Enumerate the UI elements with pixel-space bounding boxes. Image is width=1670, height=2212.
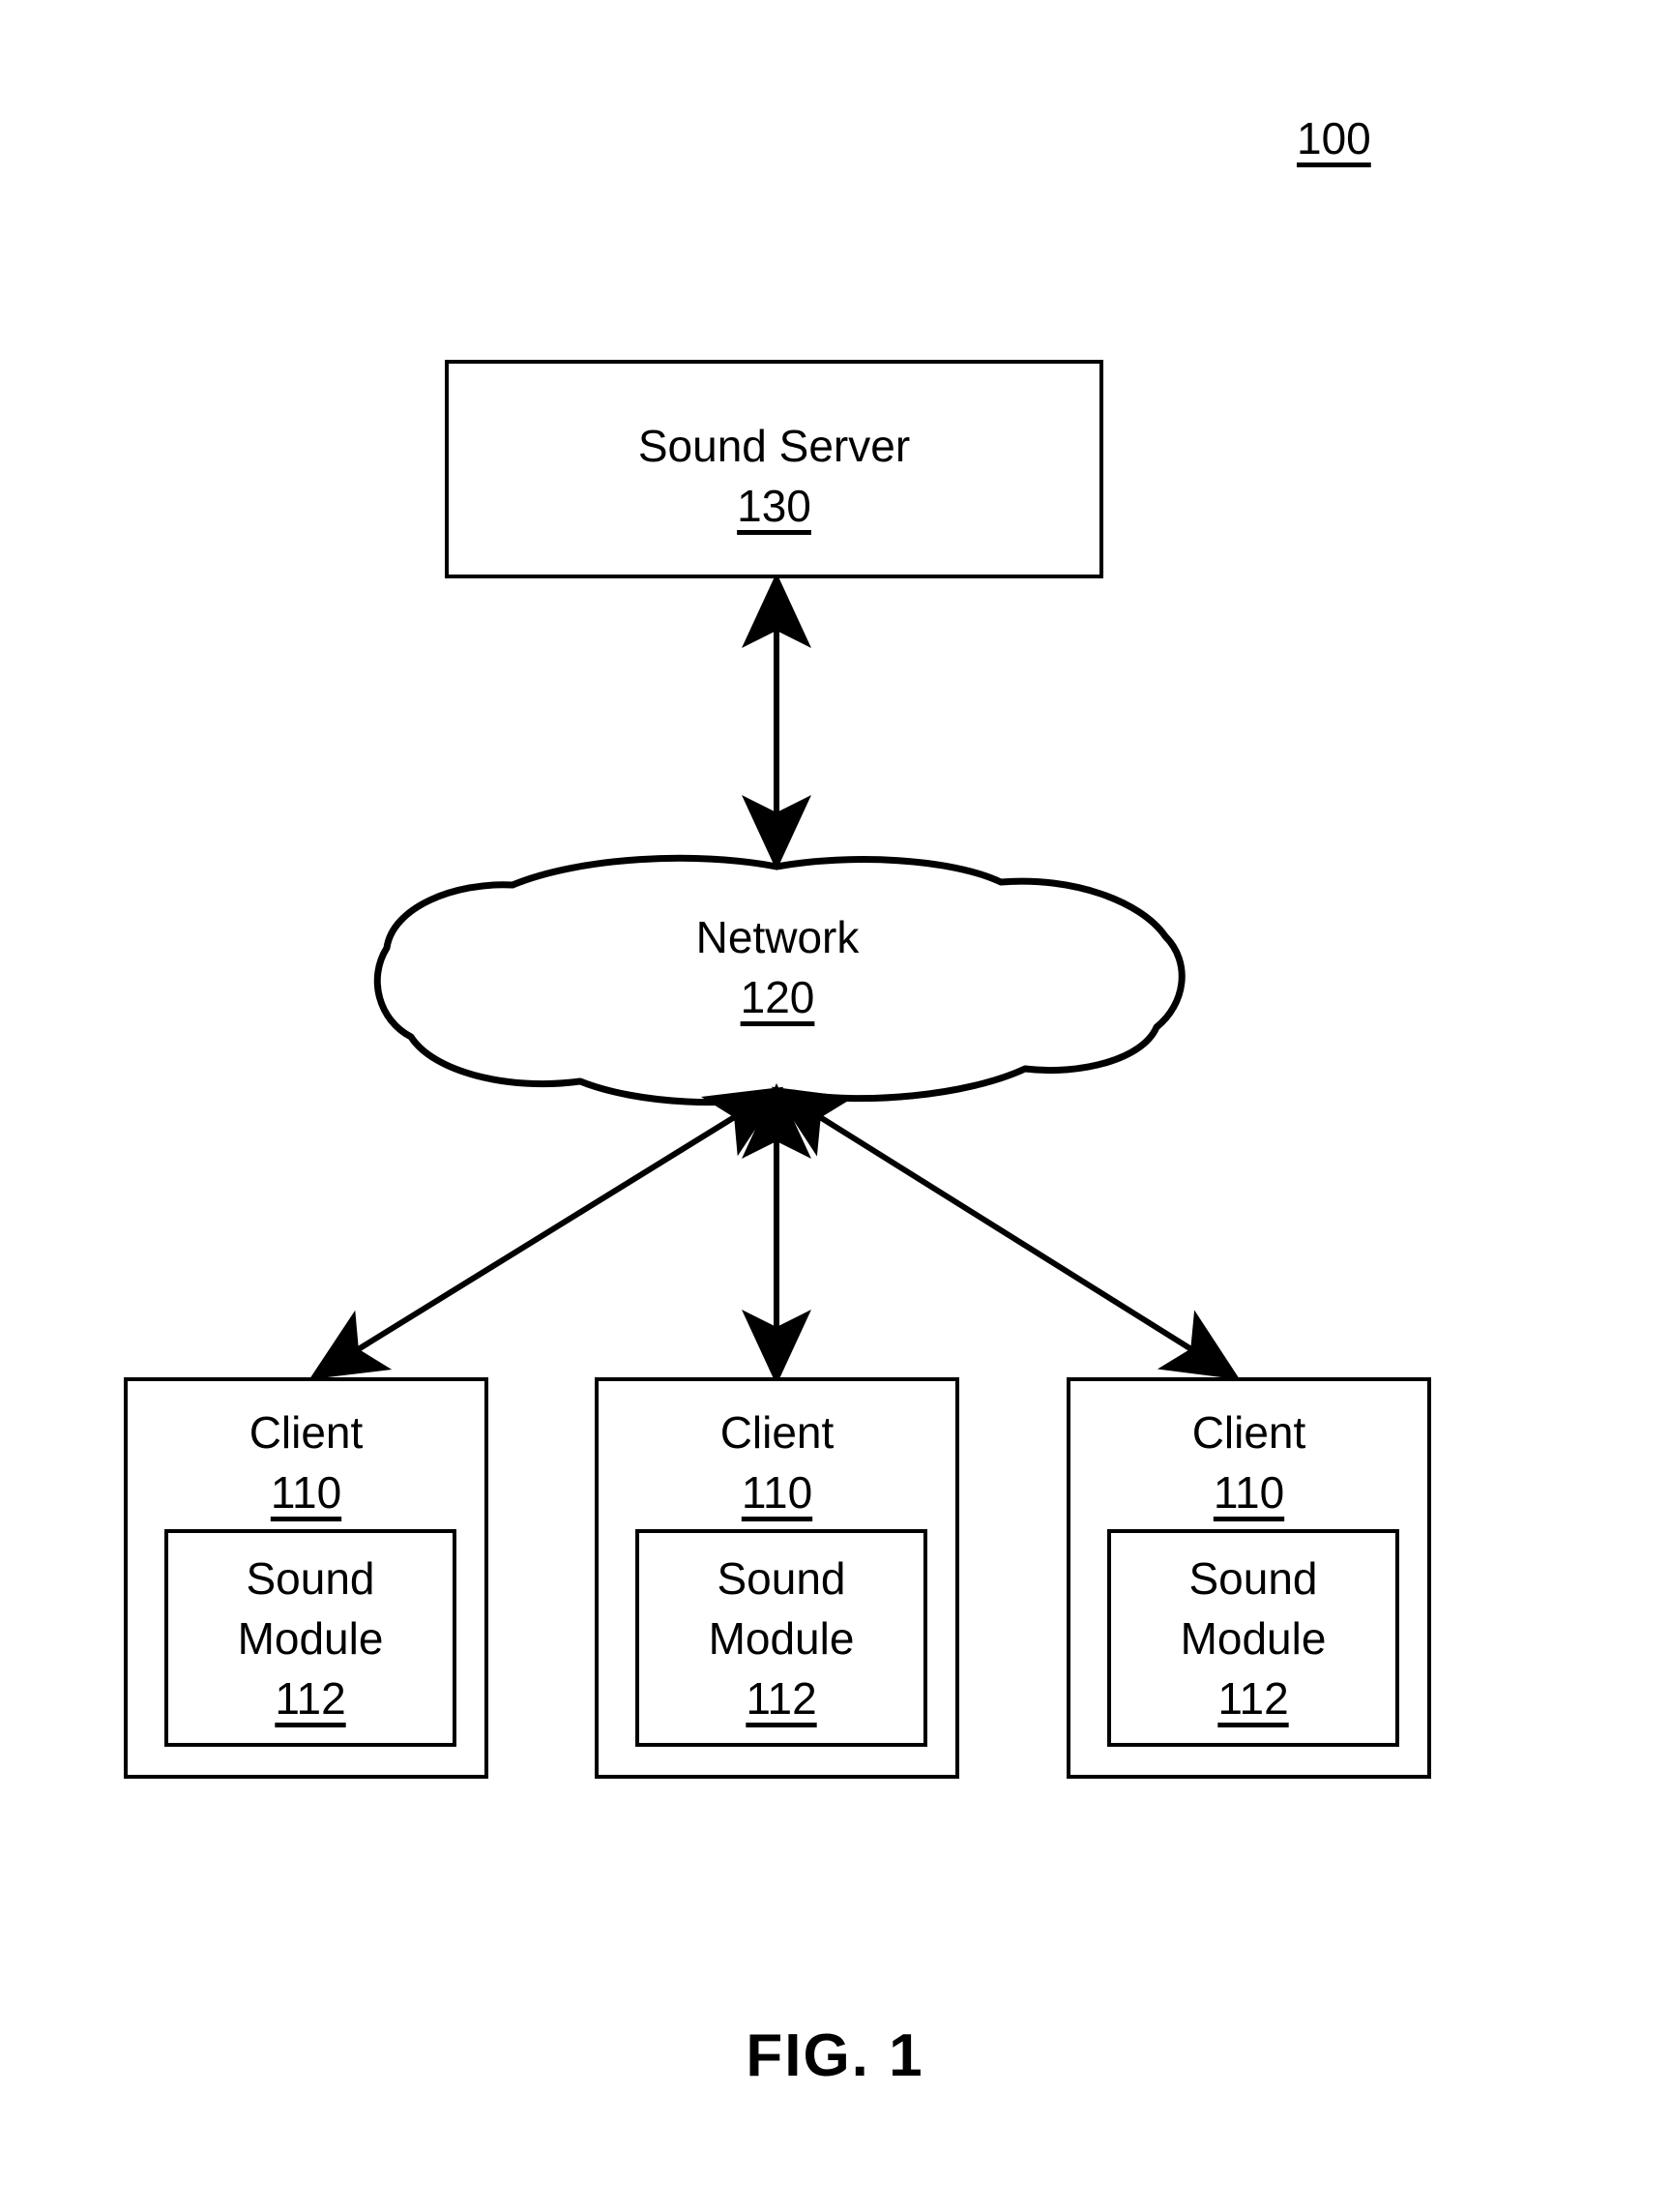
sound-module-ref-0: 112 [275, 1673, 346, 1724]
figure-caption: FIG. 1 [746, 2022, 924, 2089]
client-title-0: Client [249, 1407, 364, 1458]
sound-server-label-block: Sound Server 130 [449, 416, 1099, 536]
sound-module-line2-0: Module [237, 1613, 384, 1664]
client-label-block-2: Client 110 [1070, 1402, 1427, 1522]
sound-module-node-2: Sound Module 112 [1107, 1529, 1399, 1747]
client-node-2: Client 110 Sound Module 112 [1067, 1377, 1431, 1779]
sound-module-line2-1: Module [708, 1613, 855, 1664]
sound-server-node: Sound Server 130 [445, 360, 1103, 578]
network-title: Network [695, 912, 860, 962]
sound-server-ref: 130 [737, 481, 811, 531]
sound-server-title: Sound Server [637, 421, 911, 471]
sound-module-label-block-0: Sound Module 112 [168, 1548, 453, 1728]
network-ref: 120 [740, 972, 815, 1022]
sound-module-line1-2: Sound [1188, 1553, 1318, 1604]
sound-module-line1-0: Sound [246, 1553, 375, 1604]
client-label-block-0: Client 110 [128, 1402, 484, 1522]
client-ref-1: 110 [741, 1467, 813, 1518]
figure-reference-number: 100 [1297, 113, 1371, 163]
sound-module-ref-1: 112 [746, 1673, 817, 1724]
sound-module-label-block-2: Sound Module 112 [1111, 1548, 1395, 1728]
arrow-network-client-0 [308, 1086, 784, 1380]
sound-module-line2-2: Module [1180, 1613, 1327, 1664]
sound-module-label-block-1: Sound Module 112 [639, 1548, 923, 1728]
client-label-block-1: Client 110 [599, 1402, 955, 1522]
sound-module-node-1: Sound Module 112 [635, 1529, 927, 1747]
sound-module-ref-2: 112 [1217, 1673, 1289, 1724]
client-node-1: Client 110 Sound Module 112 [595, 1377, 959, 1779]
client-ref-0: 110 [270, 1467, 342, 1518]
network-node-label: Network 120 [375, 907, 1180, 1027]
client-node-0: Client 110 Sound Module 112 [124, 1377, 488, 1779]
sound-module-node-0: Sound Module 112 [164, 1529, 456, 1747]
arrow-network-client-2 [771, 1086, 1241, 1380]
sound-module-line1-1: Sound [717, 1553, 846, 1604]
client-ref-2: 110 [1213, 1467, 1285, 1518]
client-title-1: Client [719, 1407, 835, 1458]
client-title-2: Client [1191, 1407, 1306, 1458]
